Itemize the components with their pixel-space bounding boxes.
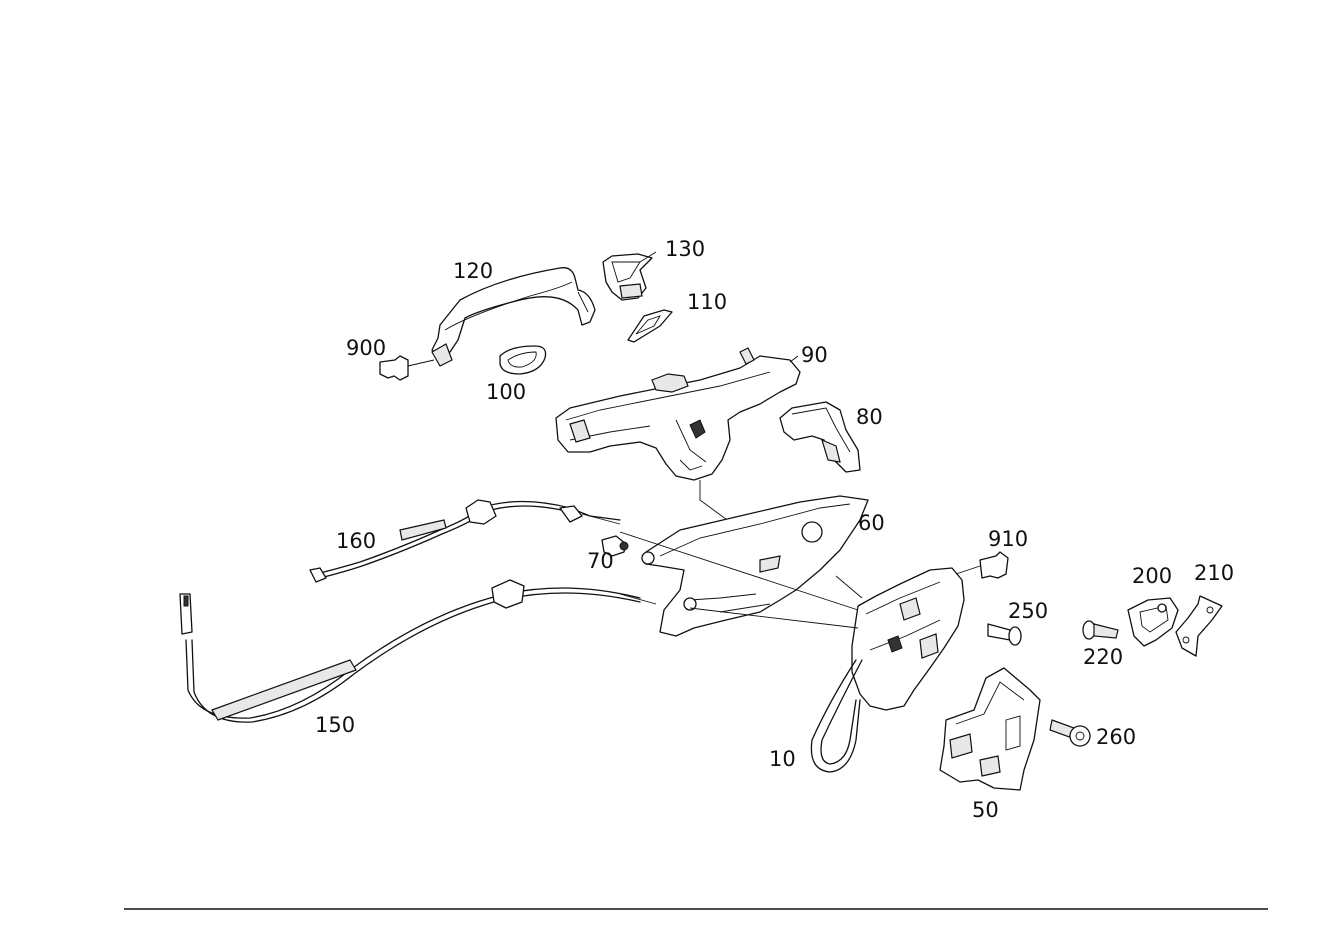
part-90-handle-carrier[interactable] (555, 347, 801, 529)
label-220: 220 (1083, 645, 1123, 669)
part-80-bracket[interactable] (779, 401, 861, 473)
label-90: 90 (801, 343, 828, 367)
part-220-screw[interactable] (1082, 620, 1119, 640)
part-160-cable[interactable] (309, 499, 621, 583)
label-260: 260 (1096, 725, 1136, 749)
label-80: 80 (856, 405, 883, 429)
label-50: 50 (972, 798, 999, 822)
part-210-shim[interactable] (1175, 595, 1223, 657)
label-110: 110 (687, 290, 727, 314)
part-200-striker[interactable] (1127, 597, 1179, 647)
part-100-bezel[interactable] (499, 345, 547, 375)
part-50-housing[interactable] (939, 667, 1041, 791)
part-130-cover[interactable] (602, 251, 657, 301)
part-70-connector[interactable] (601, 535, 629, 557)
part-260-bolt[interactable] (1049, 719, 1091, 747)
part-150-cable[interactable] (179, 579, 657, 723)
part-900-cap[interactable] (379, 355, 435, 381)
label-100: 100 (486, 380, 526, 404)
label-150: 150 (315, 713, 355, 737)
label-900: 900 (346, 336, 386, 360)
label-10: 10 (769, 747, 796, 771)
part-110-gasket[interactable] (627, 309, 673, 343)
label-160: 160 (336, 529, 376, 553)
part-250-bolt[interactable] (987, 623, 1022, 646)
part-910-cap[interactable] (955, 551, 1009, 579)
label-910: 910 (988, 527, 1028, 551)
label-210: 210 (1194, 561, 1234, 585)
label-120: 120 (453, 259, 493, 283)
part-10-lock[interactable] (619, 531, 965, 773)
label-60: 60 (858, 511, 885, 535)
part-60-trim[interactable] (641, 495, 869, 637)
label-200: 200 (1132, 564, 1172, 588)
label-250: 250 (1008, 599, 1048, 623)
part-120-door-handle[interactable] (431, 267, 596, 367)
label-70: 70 (587, 549, 614, 573)
label-130: 130 (665, 237, 705, 261)
